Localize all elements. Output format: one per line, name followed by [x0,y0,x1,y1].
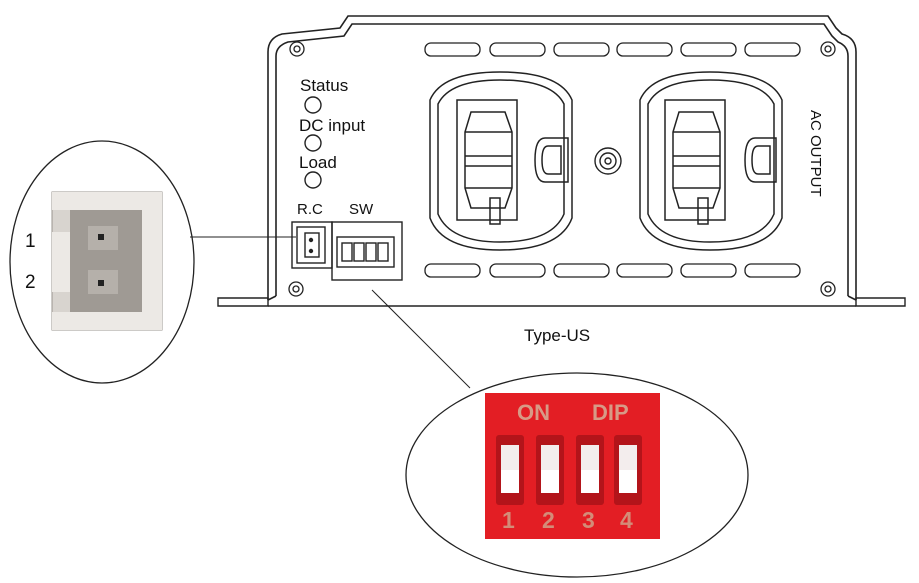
dip-switch-number-4: 4 [620,507,633,533]
dip-zoom [405,372,749,578]
mounting-flange [217,297,906,307]
dip-on-label: ON [517,400,550,425]
ac-outlet-right [639,71,783,251]
ac-outlet-left [429,71,573,251]
type-us-caption: Type-US [524,326,591,345]
center-screw [594,147,622,175]
dip-label: DIP [592,400,629,425]
connector-zoom [9,140,195,384]
housing-outline [267,15,857,301]
status-label: Status [300,76,349,95]
rc-label: R.C [297,201,323,218]
dip-switch-number-2: 2 [542,507,555,533]
dip-switch-number-3: 3 [582,507,595,533]
corner-screws [288,41,836,297]
dip-switch-number-1: 1 [502,507,515,533]
sw-label: SW [349,201,374,218]
pin-1-label: 1 [25,231,36,252]
ac-output-label: AC OUTPUT [807,110,824,197]
vent-slots-bottom [424,263,801,278]
load-label: Load [299,153,337,172]
vent-slots-top [424,42,801,57]
led-indicators [304,96,322,189]
pin-2-label: 2 [25,272,36,293]
leader-lines [190,236,471,389]
dc-input-label: DC input [299,116,366,135]
rc-sw-block [291,221,403,281]
